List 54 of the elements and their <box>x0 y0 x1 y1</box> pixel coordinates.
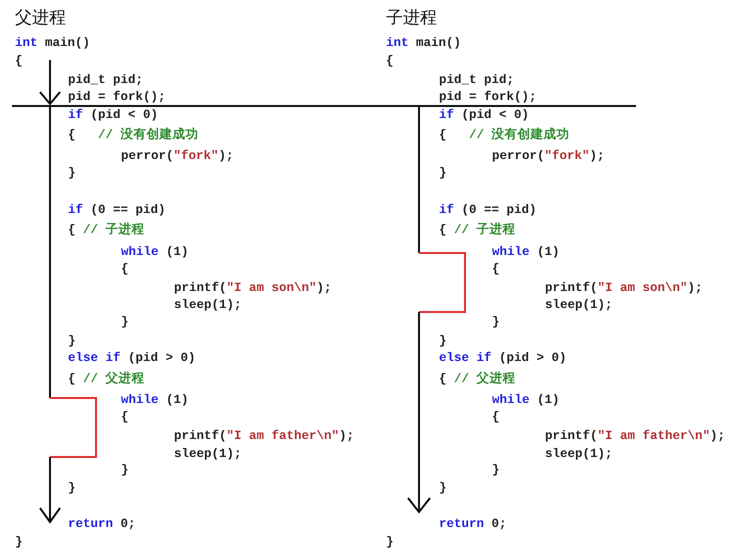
code-line: { // 父进程 <box>439 372 516 387</box>
code-line: { <box>386 54 394 69</box>
code-line: int main() <box>386 36 462 51</box>
code-line: { // 父进程 <box>68 372 145 387</box>
code-line: { <box>121 262 129 277</box>
code-line: } <box>68 481 76 496</box>
code-line: { // 没有创建成功 <box>68 128 199 143</box>
panel-title: 父进程 <box>15 7 66 29</box>
code-line: sleep(1); <box>174 447 242 462</box>
code-line: } <box>386 535 394 550</box>
code-line: pid = fork(); <box>439 90 537 105</box>
code-line: else if (pid > 0) <box>439 351 567 366</box>
code-line: { <box>121 410 129 425</box>
code-line: if (pid < 0) <box>439 108 530 123</box>
code-line: } <box>121 463 129 478</box>
code-line: if (0 == pid) <box>68 203 166 218</box>
code-line: } <box>492 463 500 478</box>
code-line: while (1) <box>121 393 189 408</box>
code-line: perror("fork"); <box>121 149 234 164</box>
code-line: } <box>492 315 500 330</box>
code-line: } <box>121 315 129 330</box>
code-line: pid_t pid; <box>439 73 514 88</box>
code-line: perror("fork"); <box>492 149 605 164</box>
code-line: return 0; <box>439 517 507 532</box>
code-line: return 0; <box>68 517 136 532</box>
code-line: printf("I am son\n"); <box>174 281 332 296</box>
code-line: sleep(1); <box>174 298 242 313</box>
code-line: while (1) <box>121 245 189 260</box>
code-line: { <box>15 54 23 69</box>
code-line: { // 没有创建成功 <box>439 128 570 143</box>
code-line: if (pid < 0) <box>68 108 158 123</box>
code-line: sleep(1); <box>545 447 613 462</box>
code-line: printf("I am father\n"); <box>174 429 354 444</box>
code-line: sleep(1); <box>545 298 613 313</box>
code-line: } <box>68 166 76 181</box>
code-line: else if (pid > 0) <box>68 351 196 366</box>
code-line: if (0 == pid) <box>439 203 537 218</box>
code-line: } <box>15 535 23 550</box>
code-line: { <box>492 410 500 425</box>
code-line: while (1) <box>492 245 560 260</box>
code-line: printf("I am father\n"); <box>545 429 726 444</box>
code-line: printf("I am son\n"); <box>545 281 703 296</box>
code-line: int main() <box>15 36 90 51</box>
panel-title: 子进程 <box>386 7 437 29</box>
code-line: while (1) <box>492 393 560 408</box>
code-line: pid_t pid; <box>68 73 144 88</box>
code-line: } <box>439 166 447 181</box>
code-line: { <box>492 262 500 277</box>
code-line: { // 子进程 <box>439 223 516 238</box>
code-line: pid = fork(); <box>68 90 166 105</box>
code-line: { // 子进程 <box>68 223 145 238</box>
code-line: } <box>439 481 447 496</box>
code-line: } <box>68 334 76 349</box>
code-line: } <box>439 334 447 349</box>
